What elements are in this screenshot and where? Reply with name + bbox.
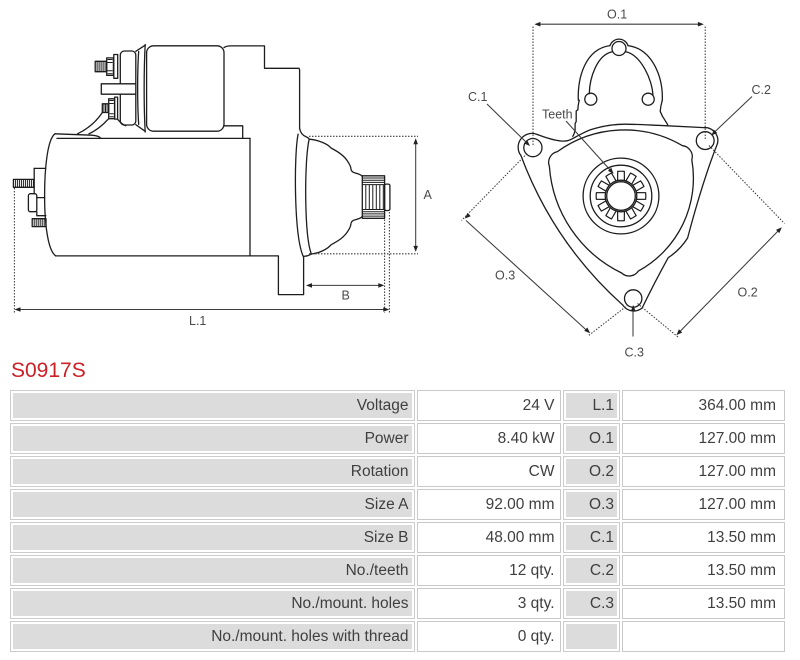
svg-text:C.1: C.1 — [468, 90, 488, 104]
svg-text:B: B — [342, 289, 350, 303]
svg-text:O.3: O.3 — [495, 269, 515, 283]
svg-text:C.3: C.3 — [625, 346, 645, 360]
svg-text:O.1: O.1 — [607, 8, 627, 22]
svg-text:O.2: O.2 — [738, 286, 758, 300]
svg-text:A: A — [424, 188, 433, 202]
svg-text:C.2: C.2 — [752, 83, 772, 97]
svg-text:L.1: L.1 — [189, 314, 206, 328]
svg-text:Teeth: Teeth — [542, 108, 573, 122]
